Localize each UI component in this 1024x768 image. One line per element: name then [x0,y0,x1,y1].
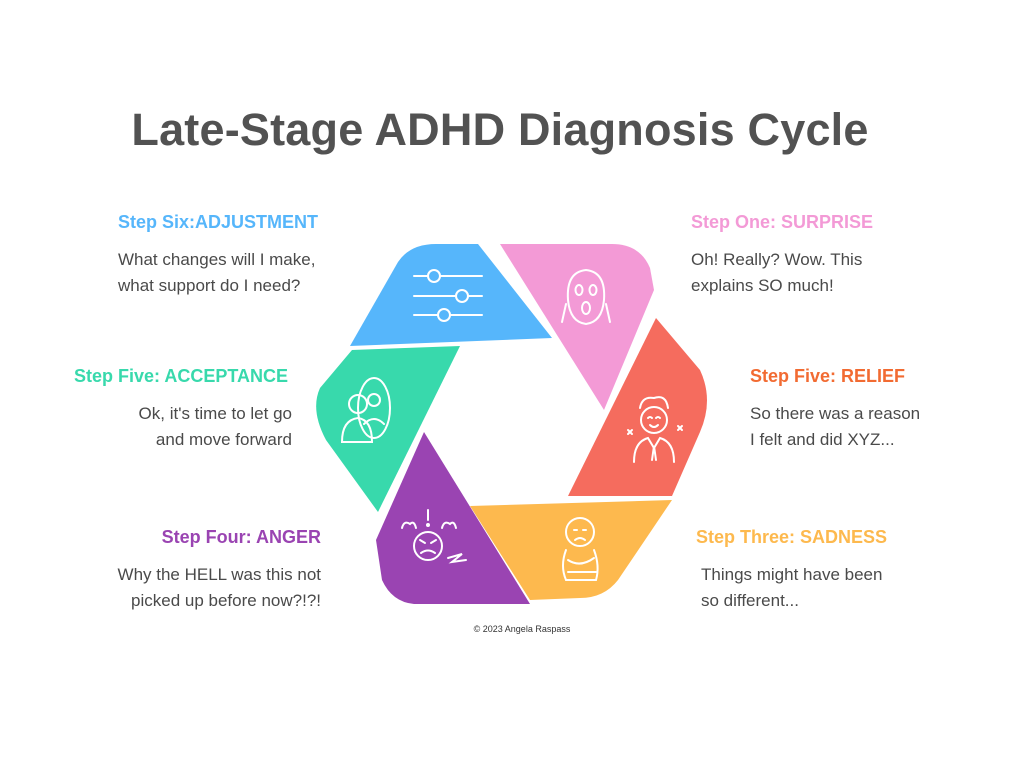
shocked-face-icon [561,268,611,326]
segment-anger [376,432,530,604]
step-acceptance: Step Five: ACCEPTANCE Ok, it's time to l… [73,366,292,453]
step-sadness: Step Three: SADNESS Things might have be… [696,527,887,614]
step-adjustment: Step Six:ADJUSTMENT What changes will I … [118,212,318,299]
step-surprise-line2: explains SO much! [691,276,834,295]
page-title: Late-Stage ADHD Diagnosis Cycle [131,104,869,155]
relieved-person-icon [627,396,683,463]
step-surprise-heading: Step One: SURPRISE [691,212,874,232]
sad-hugging-knees-icon [562,517,599,581]
step-surprise: Step One: SURPRISE Oh! Really? Wow. This… [691,212,873,299]
segment-acceptance [316,346,460,512]
step-sadness-description: Things might have been so different... [701,562,887,614]
step-acceptance-line2: and move forward [155,430,292,449]
step-anger-description: Why the HELL was this not picked up befo… [118,562,321,614]
segment-sadness [470,500,672,600]
sliders-icon [413,269,483,322]
step-anger-heading: Step Four: ANGER [161,527,321,547]
step-relief-line1: So there was a reason [750,404,921,423]
step-acceptance-heading: Step Five: ACCEPTANCE [73,366,288,386]
step-adjustment-line2: what support do I need? [117,276,301,295]
copyright-footer: © 2023 Angela Raspass [473,624,571,634]
step-relief-line2: I felt and did XYZ... [750,430,895,449]
segment-surprise [500,244,654,410]
step-sadness-heading: Step Three: SADNESS [696,527,888,547]
step-adjustment-line1: What changes will I make, [117,250,316,269]
step-anger: Step Four: ANGER Why the HELL was this n… [118,527,321,614]
step-anger-line2: picked up before now?!?! [131,591,321,610]
step-surprise-line1: Oh! Really? Wow. This [691,250,863,269]
step-surprise-description: Oh! Really? Wow. This explains SO much! [691,247,873,299]
step-acceptance-line1: Ok, it's time to let go [138,404,292,423]
step-relief-description: So there was a reason I felt and did XYZ… [750,401,920,453]
step-relief: Step Five: RELIEF So there was a reason … [750,366,920,453]
step-adjustment-heading: Step Six:ADJUSTMENT [117,212,318,232]
step-sadness-line2: so different... [701,591,799,610]
step-sadness-line1: Things might have been [701,565,883,584]
step-relief-heading: Step Five: RELIEF [750,366,906,386]
step-acceptance-description: Ok, it's time to let go and move forward [74,401,292,453]
angry-face-icon [401,509,467,564]
step-anger-line1: Why the HELL was this not [117,565,321,584]
person-mirror-icon [340,377,391,443]
step-adjustment-description: What changes will I make, what support d… [118,247,318,299]
